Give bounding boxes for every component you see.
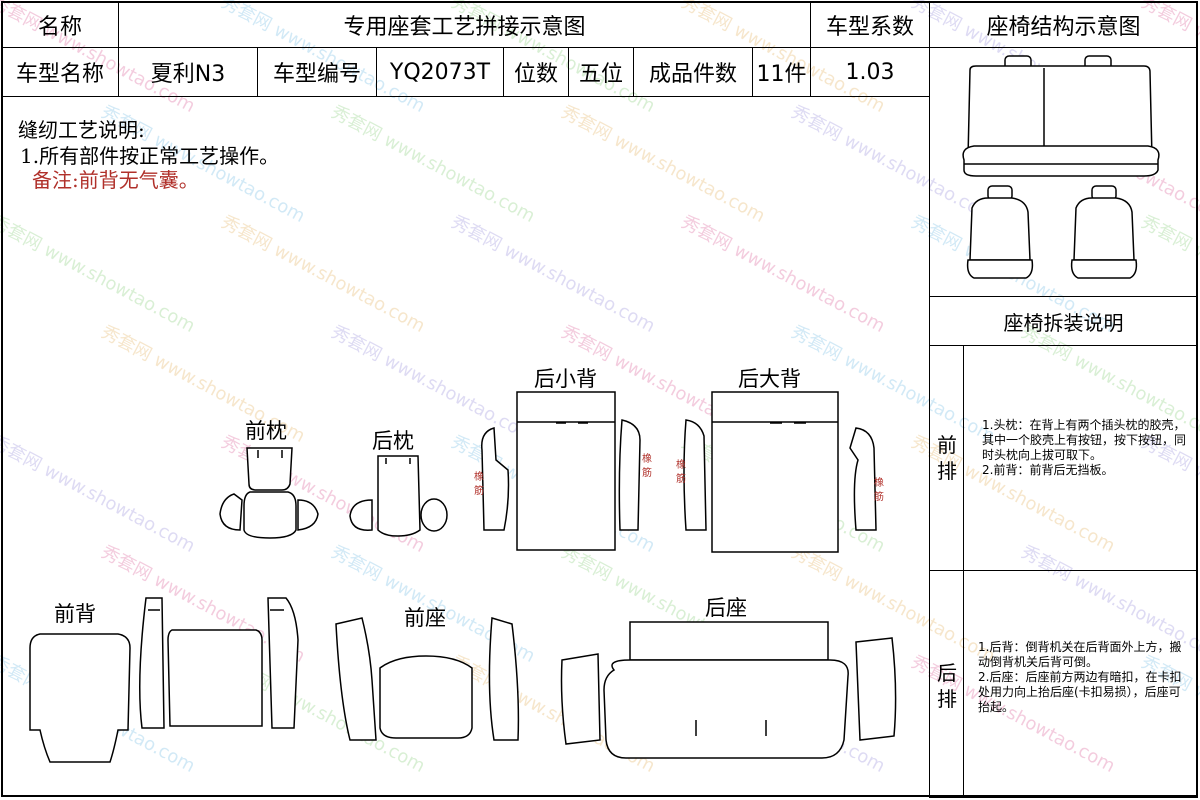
svg-text:筋: 筋 (874, 490, 884, 503)
front-back-piece (29, 597, 299, 763)
sewing-title: 缝纫工艺说明: (18, 118, 145, 142)
rear-row-text-cell (963, 570, 1198, 798)
rear-row-label: 后排 (937, 661, 957, 711)
svg-text:筋: 筋 (676, 472, 686, 485)
svg-text:筋: 筋 (642, 466, 652, 479)
rear-big-back-piece: 橡筋 橡筋 (676, 391, 884, 553)
sewing-remark: 备注:前背无气囊。 (32, 168, 199, 192)
pattern-pieces: 橡筋 橡筋 橡筋 橡筋 (29, 391, 897, 763)
seat-structure-diagram (962, 55, 1160, 279)
rear-seat-piece (560, 621, 897, 759)
front-pillow-piece (219, 447, 319, 539)
model-no: YQ2073T (376, 47, 504, 97)
front-row-instructions: 1.头枕：在背上有两个插头枕的胶壳，其中一个胶壳上有按钮，按下按钮，同时头枕向上… (982, 418, 1187, 477)
label-rear-seat: 后座 (705, 596, 747, 620)
coef-label: 车型系数 (810, 1, 930, 48)
model-name: 夏利N3 (118, 47, 258, 97)
label-rear-big-back: 后大背 (738, 367, 801, 391)
rear-pillow-piece (349, 455, 448, 537)
svg-text:筋: 筋 (474, 484, 484, 497)
svg-text:橡: 橡 (874, 476, 884, 489)
rear-small-back-piece: 橡筋 橡筋 (474, 391, 652, 551)
svg-text:橡: 橡 (474, 470, 484, 483)
disassembly-title: 座椅拆装说明 (929, 296, 1198, 346)
front-seat-piece (335, 617, 520, 741)
structure-title: 座椅结构示意图 (929, 1, 1198, 48)
label-front-seat: 前座 (404, 606, 446, 630)
label-front-back: 前背 (54, 602, 96, 626)
svg-text:橡: 橡 (642, 452, 652, 465)
svg-text:橡: 橡 (676, 458, 686, 471)
model-no-label: 车型编号 (257, 47, 377, 97)
label-rear-small-back: 后小背 (534, 367, 597, 391)
label-front-pillow: 前枕 (245, 419, 287, 443)
label-rear-pillow: 后枕 (372, 429, 414, 453)
sewing-item-1: 1.所有部件按正常工艺操作。 (20, 144, 280, 168)
front-row-label: 前排 (937, 433, 957, 483)
rear-row-instructions: 1.后背：倒背机关在后背面外上方，搬动倒背机关后背可倒。 2.后座：后座前方两边… (978, 640, 1182, 714)
